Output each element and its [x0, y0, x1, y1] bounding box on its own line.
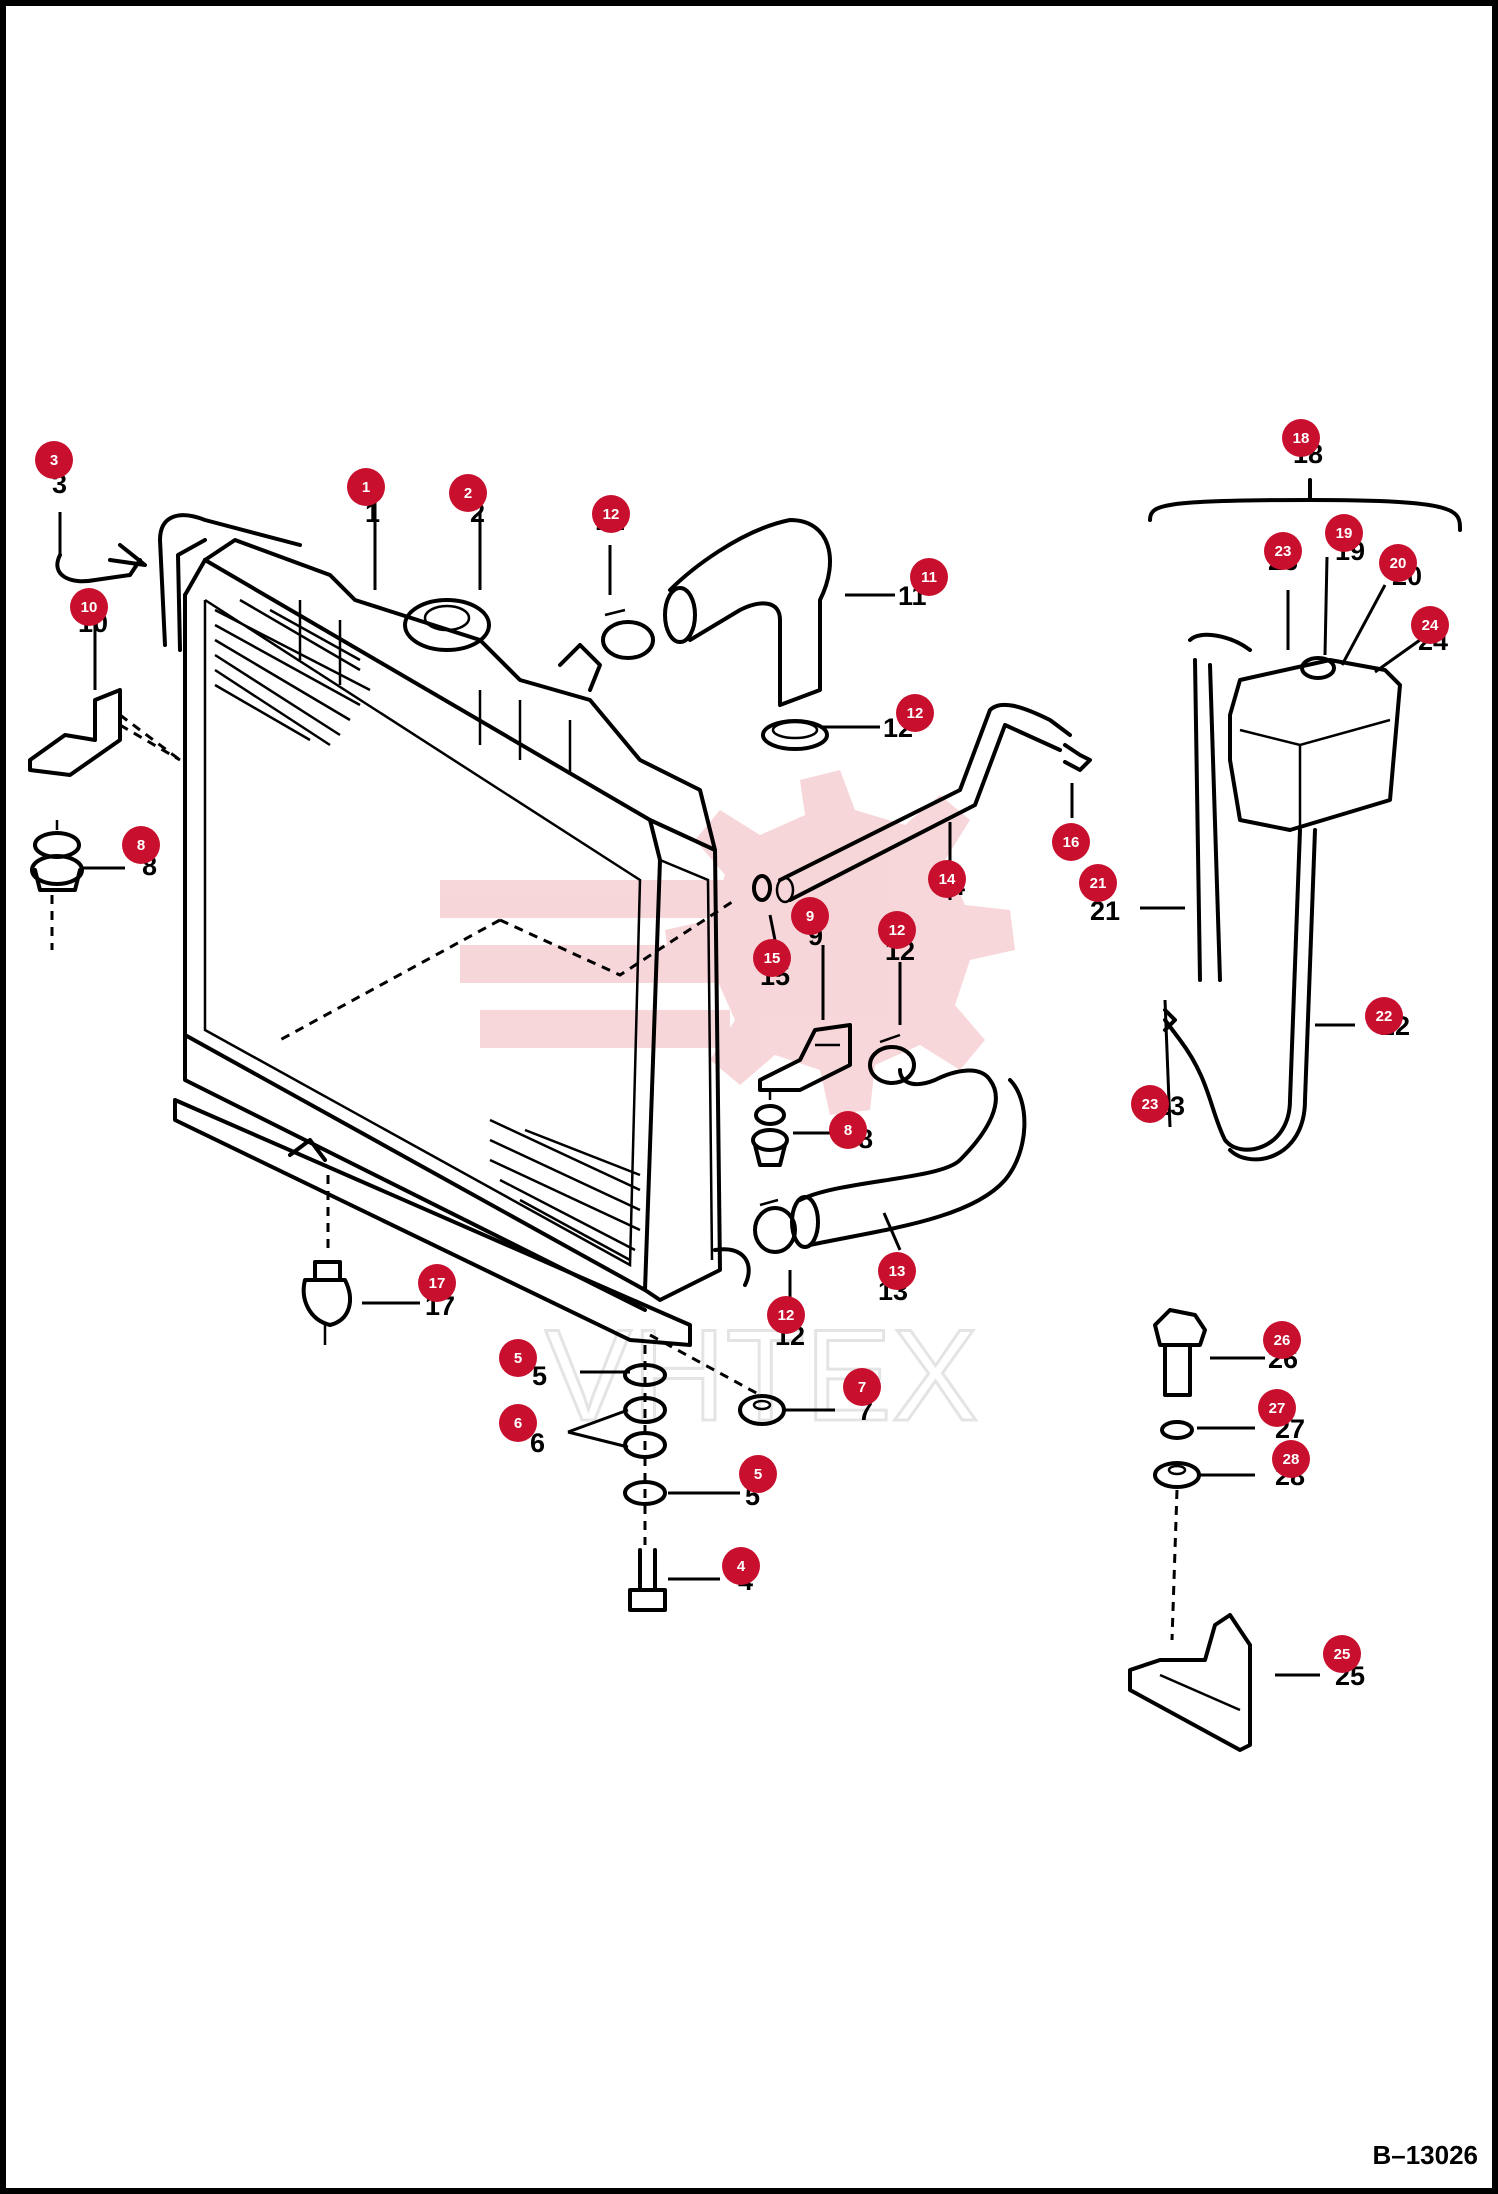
svg-text:9: 9: [806, 908, 814, 925]
watermark-gear-icon: [665, 770, 1015, 1115]
bracket-right: [758, 1023, 852, 1092]
fin-hatching: [214, 598, 641, 1262]
svg-text:5: 5: [754, 1466, 762, 1483]
radiator-drawing: [119, 513, 751, 1347]
callout-badge[interactable]: 12: [896, 694, 934, 732]
svg-text:13: 13: [889, 1263, 906, 1280]
svg-text:5: 5: [514, 1350, 522, 1367]
callout-badge[interactable]: 7: [843, 1368, 881, 1406]
callout-badge[interactable]: 23: [1264, 532, 1302, 570]
upper-hose: [663, 518, 832, 707]
svg-text:19: 19: [1336, 525, 1353, 542]
svg-text:10: 10: [81, 599, 98, 616]
svg-text:18: 18: [1293, 430, 1310, 447]
callout-badge[interactable]: 4: [722, 1547, 760, 1585]
drain-valve: [301, 1175, 352, 1345]
callout-badge[interactable]: 17: [418, 1264, 456, 1302]
svg-text:7: 7: [858, 1379, 866, 1396]
svg-text:12: 12: [889, 922, 906, 939]
callout-badges: 1 2 3 4 5 5 6 7 8 8 9 10 11 12 12 12 12 …: [35, 419, 1449, 1673]
callout-badge[interactable]: 28: [1272, 1440, 1310, 1478]
watermark-bar: [440, 880, 770, 918]
isolator-left: [30, 820, 84, 950]
callout-badge[interactable]: 22: [1365, 997, 1403, 1035]
svg-text:3: 3: [50, 452, 58, 469]
callout-badge[interactable]: 9: [791, 897, 829, 935]
svg-text:12: 12: [778, 1307, 795, 1324]
svg-text:8: 8: [137, 837, 145, 854]
svg-text:26: 26: [1274, 1332, 1291, 1349]
callout-badge[interactable]: 13: [878, 1252, 916, 1290]
svg-text:15: 15: [764, 950, 781, 967]
callout-badge[interactable]: 1: [347, 468, 385, 506]
bracket-left: [28, 688, 181, 777]
svg-text:27: 27: [1269, 1400, 1286, 1417]
svg-text:23: 23: [1275, 543, 1292, 560]
clip-3: [55, 543, 147, 584]
watermark-bar: [480, 1010, 730, 1048]
callout-badge[interactable]: 5: [739, 1455, 777, 1493]
callout-badge[interactable]: 2: [449, 474, 487, 512]
part-label: 6: [530, 1428, 545, 1458]
washer-stack: [623, 1333, 786, 1612]
isolator-right: [751, 1088, 789, 1167]
callout-badge[interactable]: 21: [1079, 864, 1117, 902]
callout-badge[interactable]: 23: [1131, 1085, 1169, 1123]
callout-badge[interactable]: 19: [1325, 514, 1363, 552]
part-label: 5: [532, 1361, 547, 1391]
callout-badge[interactable]: 12: [767, 1296, 805, 1334]
svg-text:11: 11: [921, 569, 937, 586]
callout-badge[interactable]: 3: [35, 441, 73, 479]
svg-text:24: 24: [1422, 617, 1439, 634]
callout-badge[interactable]: 10: [70, 588, 108, 626]
callout-badge[interactable]: 25: [1323, 1635, 1361, 1673]
callout-badge[interactable]: 8: [122, 826, 160, 864]
svg-text:21: 21: [1090, 875, 1107, 892]
callout-badge[interactable]: 14: [928, 860, 966, 898]
svg-text:17: 17: [429, 1275, 446, 1292]
callout-badge[interactable]: 5: [499, 1339, 537, 1377]
watermark-bar: [460, 945, 750, 983]
svg-text:28: 28: [1283, 1451, 1300, 1468]
svg-text:12: 12: [603, 506, 620, 523]
hose-clamps: [601, 608, 1092, 1254]
svg-text:12: 12: [907, 705, 924, 722]
svg-text:25: 25: [1334, 1646, 1351, 1663]
svg-text:20: 20: [1390, 555, 1407, 572]
svg-text:1: 1: [362, 479, 370, 496]
callout-badge[interactable]: 12: [878, 911, 916, 949]
svg-text:14: 14: [939, 871, 956, 888]
callout-badge[interactable]: 24: [1411, 606, 1449, 644]
svg-text:23: 23: [1142, 1096, 1159, 1113]
drawing-id: B–13026: [1372, 2140, 1478, 2170]
callout-badge[interactable]: 26: [1263, 1321, 1301, 1359]
callout-badge[interactable]: 15: [753, 939, 791, 977]
overflow-hose: [775, 702, 1072, 904]
svg-text:22: 22: [1376, 1008, 1393, 1025]
callout-badge[interactable]: 6: [499, 1404, 537, 1442]
svg-text:8: 8: [844, 1122, 852, 1139]
reservoir-bracket-hardware: [1128, 1308, 1252, 1752]
callout-badge[interactable]: 11: [910, 558, 948, 596]
reservoir-drawing: [1148, 478, 1462, 1162]
svg-text:4: 4: [737, 1558, 746, 1575]
callout-badge[interactable]: 12: [592, 495, 630, 533]
callout-badge[interactable]: 20: [1379, 544, 1417, 582]
callout-badge[interactable]: 27: [1258, 1389, 1296, 1427]
callout-badge[interactable]: 16: [1052, 823, 1090, 861]
watermark-text: VHTEX: [545, 1302, 978, 1448]
svg-text:2: 2: [464, 485, 472, 502]
callout-badge[interactable]: 18: [1282, 419, 1320, 457]
leader-lines: [58, 498, 1421, 1677]
callout-badge[interactable]: 8: [829, 1111, 867, 1149]
svg-text:16: 16: [1063, 834, 1080, 851]
svg-text:6: 6: [514, 1415, 522, 1432]
